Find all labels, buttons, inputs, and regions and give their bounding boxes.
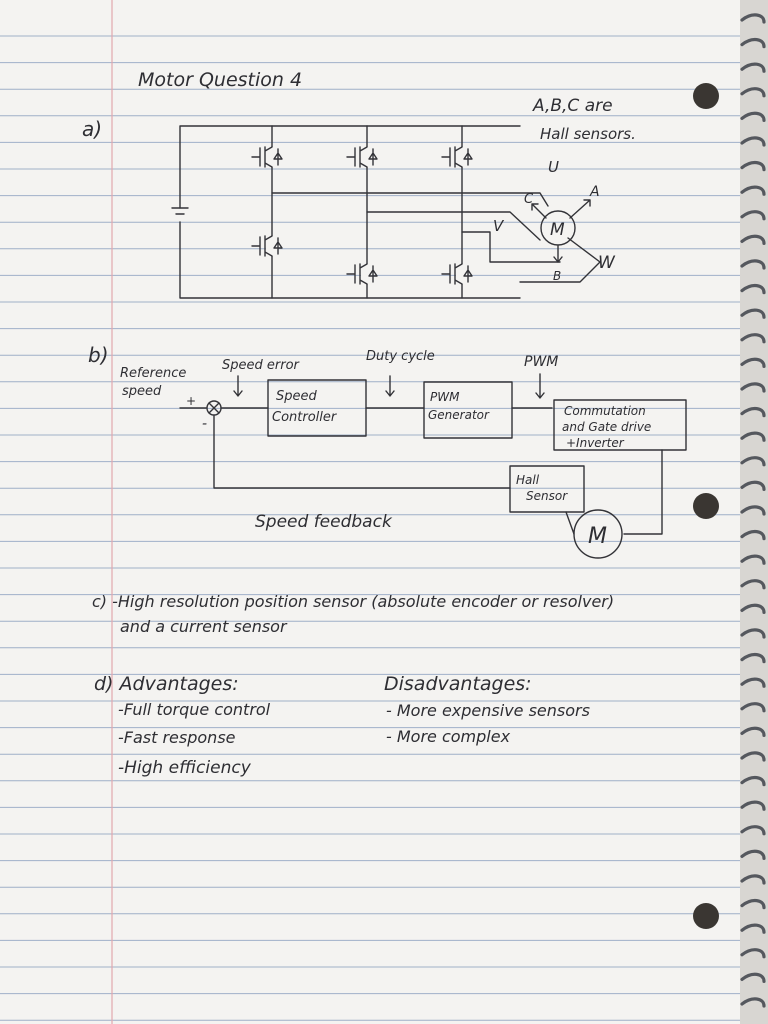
speed-controller-line1: Speed xyxy=(276,389,318,404)
igbt-switch xyxy=(441,146,473,168)
phase-w-label: W xyxy=(598,253,616,273)
pwm-generator-line1: PWM xyxy=(430,390,460,404)
page-title: Motor Question 4 xyxy=(138,69,302,91)
punch-hole xyxy=(693,903,719,929)
speed-controller-line2: Controller xyxy=(272,410,338,425)
summer-plus: + xyxy=(186,394,196,408)
motor-symbol-a: M xyxy=(550,220,565,240)
phase-u-label: U xyxy=(548,158,559,176)
duty-cycle-label: Duty cycle xyxy=(366,349,435,364)
spiral-binding xyxy=(740,13,766,1008)
hall-sensor-line2: Sensor xyxy=(526,489,568,503)
igbt-switch xyxy=(346,263,378,285)
commutation-line2: and Gate drive xyxy=(562,420,651,434)
motor-circle-a xyxy=(540,210,576,246)
part-c-line2: and a current sensor xyxy=(120,617,288,636)
hall-b-label: B xyxy=(553,269,561,283)
punch-hole xyxy=(693,493,719,519)
part-c-line1: c) -High resolution position sensor (abs… xyxy=(92,592,614,611)
igbt-switch xyxy=(251,235,283,257)
hall-sensor-line1: Hall xyxy=(516,473,540,487)
advantage-item: -Full torque control xyxy=(118,700,271,719)
hall-sensor-block xyxy=(509,465,585,513)
reference-speed-line2: speed xyxy=(122,384,162,399)
pwm-generator-block xyxy=(423,381,513,439)
advantage-item: -Fast response xyxy=(118,728,236,747)
advantages-heading: d) Advantages: xyxy=(94,673,239,695)
speed-error-label: Speed error xyxy=(222,358,301,373)
hall-a-label: A xyxy=(589,184,600,200)
motor-symbol-b: M xyxy=(588,524,607,549)
block-diagram xyxy=(179,373,687,559)
igbt-switch xyxy=(441,263,473,285)
commutation-line3: +Inverter xyxy=(566,436,625,450)
disadvantages-heading: Disadvantages: xyxy=(384,673,532,695)
pwm-label: PWM xyxy=(524,354,558,370)
punch-hole xyxy=(693,83,719,109)
hall-c-label: C xyxy=(524,192,534,207)
part-b-label: b) xyxy=(88,343,109,367)
hall-note-line2: Hall sensors. xyxy=(540,125,636,143)
part-a-label: a) xyxy=(82,117,102,141)
disadvantage-item: - More expensive sensors xyxy=(386,701,590,720)
phase-v-label: V xyxy=(493,217,505,235)
igbt-switch xyxy=(251,146,283,168)
igbt-switch xyxy=(346,146,378,168)
reference-speed-line1: Reference xyxy=(120,366,186,381)
commutation-block xyxy=(553,399,687,451)
hall-note-line1: A,B,C are xyxy=(532,96,613,116)
inverter-circuit xyxy=(171,125,601,299)
pwm-generator-line2: Generator xyxy=(428,408,490,422)
commutation-line1: Commutation xyxy=(564,404,646,418)
advantage-item: -High efficiency xyxy=(118,758,252,778)
lined-paper xyxy=(0,0,740,1024)
disadvantage-item: - More complex xyxy=(386,727,511,746)
speed-feedback-label: Speed feedback xyxy=(255,512,393,532)
summer-minus: - xyxy=(202,416,207,432)
speed-controller-block xyxy=(267,379,367,437)
